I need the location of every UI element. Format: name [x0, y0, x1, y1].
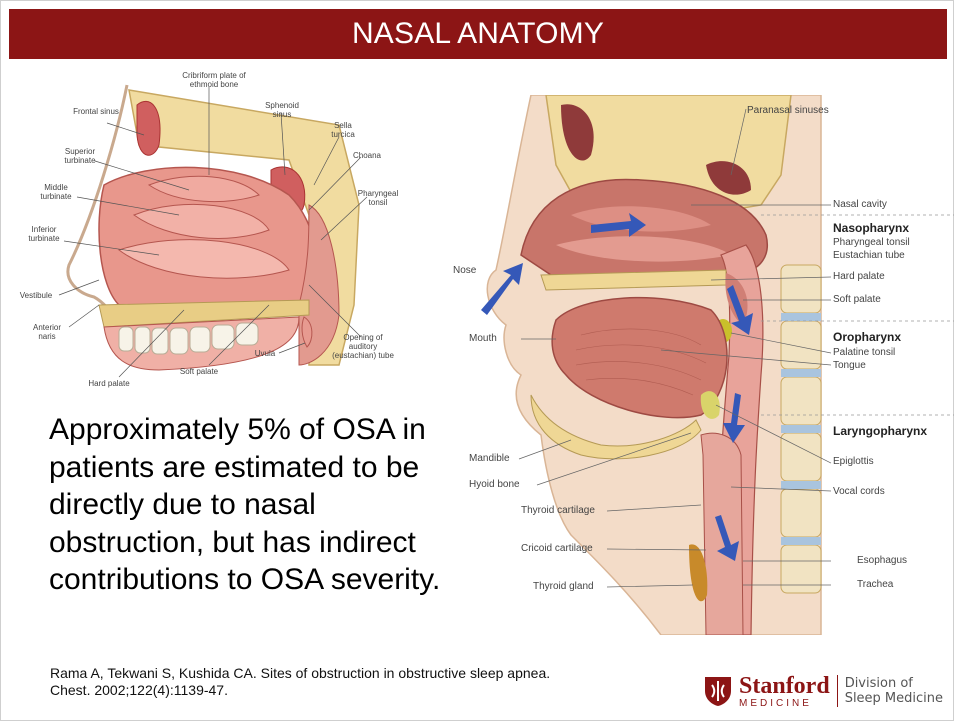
label-mandible: Mandible — [469, 453, 510, 464]
label-thyroid-gland: Thyroid gland — [533, 581, 594, 592]
logo-divider — [837, 675, 838, 707]
logo-stanford-text: Stanford — [739, 674, 830, 698]
label-choana: Choana — [347, 151, 387, 160]
logo-division-line1: Division of — [845, 676, 943, 691]
label-superior-turbinate: Superior turbinate — [55, 147, 105, 165]
airway-sagittal-illustration: Paranasal sinuses Nasal cavity Nasophary… — [461, 95, 954, 635]
label-soft-palate-right: Soft palate — [833, 294, 881, 305]
label-uvula: Uvula — [247, 349, 283, 358]
label-cribriform: Cribriform plate of ethmoid bone — [179, 71, 249, 89]
label-hard-palate-left: Hard palate — [79, 379, 139, 388]
label-sphenoid-sinus: Sphenoid sinus — [259, 101, 305, 119]
label-anterior-naris: Anterior naris — [25, 323, 69, 341]
label-tongue: Tongue — [833, 360, 866, 371]
label-cricoid-cartilage: Cricoid cartilage — [521, 543, 593, 554]
label-pharyngeal-tonsil: Pharyngeal tonsil — [353, 189, 403, 207]
label-vestibule: Vestibule — [11, 291, 61, 300]
label-nasopharynx: Nasopharynx — [833, 221, 909, 235]
label-nose: Nose — [453, 265, 476, 276]
label-frontal-sinus: Frontal sinus — [71, 107, 121, 116]
nasal-cavity-illustration: Cribriform plate of ethmoid bone Frontal… — [9, 65, 427, 395]
logo-division-line2: Sleep Medicine — [845, 691, 943, 706]
label-palatine-tonsil: Palatine tonsil — [833, 347, 895, 358]
stanford-medicine-logo: Stanford MEDICINE Division of Sleep Medi… — [703, 671, 953, 711]
label-vocal-cords: Vocal cords — [833, 486, 885, 497]
label-hard-palate-right: Hard palate — [833, 271, 885, 282]
label-oropharynx: Oropharynx — [833, 330, 901, 344]
stanford-wordmark: Stanford MEDICINE — [739, 674, 830, 709]
body-paragraph: Approximately 5% of OSA in patients are … — [49, 411, 449, 599]
label-auditory-tube-opening: Opening of auditory (eustachian) tube — [331, 333, 395, 360]
label-nasal-cavity: Nasal cavity — [833, 199, 887, 210]
logo-division-text: Division of Sleep Medicine — [845, 676, 943, 706]
label-mouth: Mouth — [469, 333, 497, 344]
airway-drawing — [461, 95, 954, 635]
label-paranasal-sinuses: Paranasal sinuses — [747, 105, 829, 116]
label-laryngopharynx: Laryngopharynx — [833, 424, 927, 438]
stanford-shield-icon — [703, 675, 733, 707]
label-eustachian-tube: Eustachian tube — [833, 250, 905, 261]
slide-title: NASAL ANATOMY — [352, 17, 604, 51]
label-trachea: Trachea — [857, 579, 893, 590]
label-hyoid-bone: Hyoid bone — [469, 479, 520, 490]
label-middle-turbinate: Middle turbinate — [31, 183, 81, 201]
label-epiglottis: Epiglottis — [833, 456, 874, 467]
slide-title-bar: NASAL ANATOMY — [9, 9, 947, 59]
citation: Rama A, Tekwani S, Kushida CA. Sites of … — [50, 665, 570, 699]
label-soft-palate-left: Soft palate — [169, 367, 229, 376]
label-pharyngeal-tonsil-right: Pharyngeal tonsil — [833, 237, 910, 248]
label-esophagus: Esophagus — [857, 555, 907, 566]
label-thyroid-cartilage: Thyroid cartilage — [521, 505, 595, 516]
logo-medicine-text: MEDICINE — [739, 699, 830, 709]
label-sella-turcica: Sella turcica — [325, 121, 361, 139]
label-inferior-turbinate: Inferior turbinate — [19, 225, 69, 243]
